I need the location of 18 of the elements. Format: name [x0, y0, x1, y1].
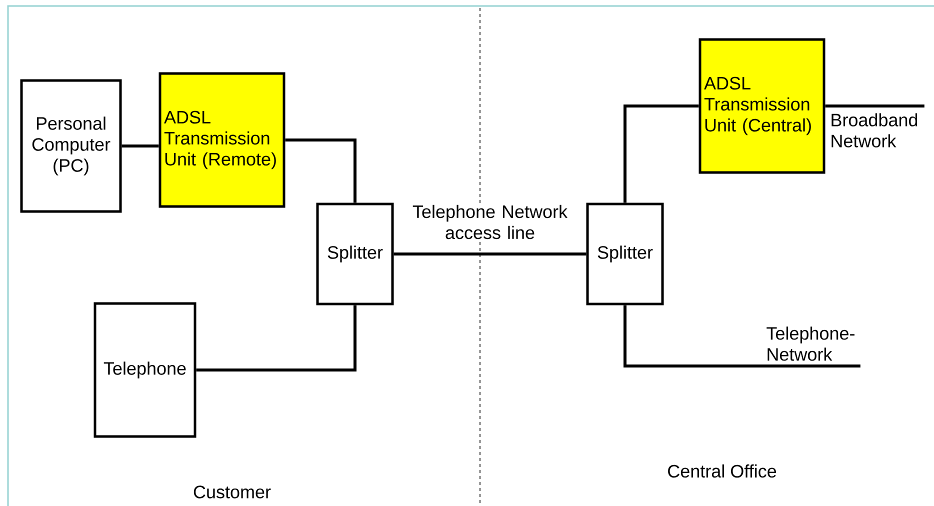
connector-line [624, 305, 860, 368]
transmission-unit-box: ADSL Transmission Unit (Remote) [158, 72, 286, 208]
network-label: Broadband Network [832, 113, 918, 148]
network-label: Telephone- Network [766, 326, 854, 361]
device-box: Splitter [316, 202, 394, 306]
device-box: Personal Computer (PC) [20, 79, 122, 213]
area-label: Central Office [668, 464, 776, 478]
connector-line [394, 252, 586, 256]
connector-line [122, 144, 159, 148]
device-box: Telephone [94, 302, 196, 438]
device-box: Splitter [586, 202, 664, 306]
transmission-unit-box: ADSL Transmission Unit (Central) [698, 38, 826, 174]
connector-line [624, 104, 699, 203]
connector-line [196, 305, 356, 372]
edge-label: Telephone Network access line [399, 204, 581, 240]
connector-line [825, 104, 924, 108]
connector-line [285, 138, 356, 203]
area-label: Customer [194, 486, 271, 498]
